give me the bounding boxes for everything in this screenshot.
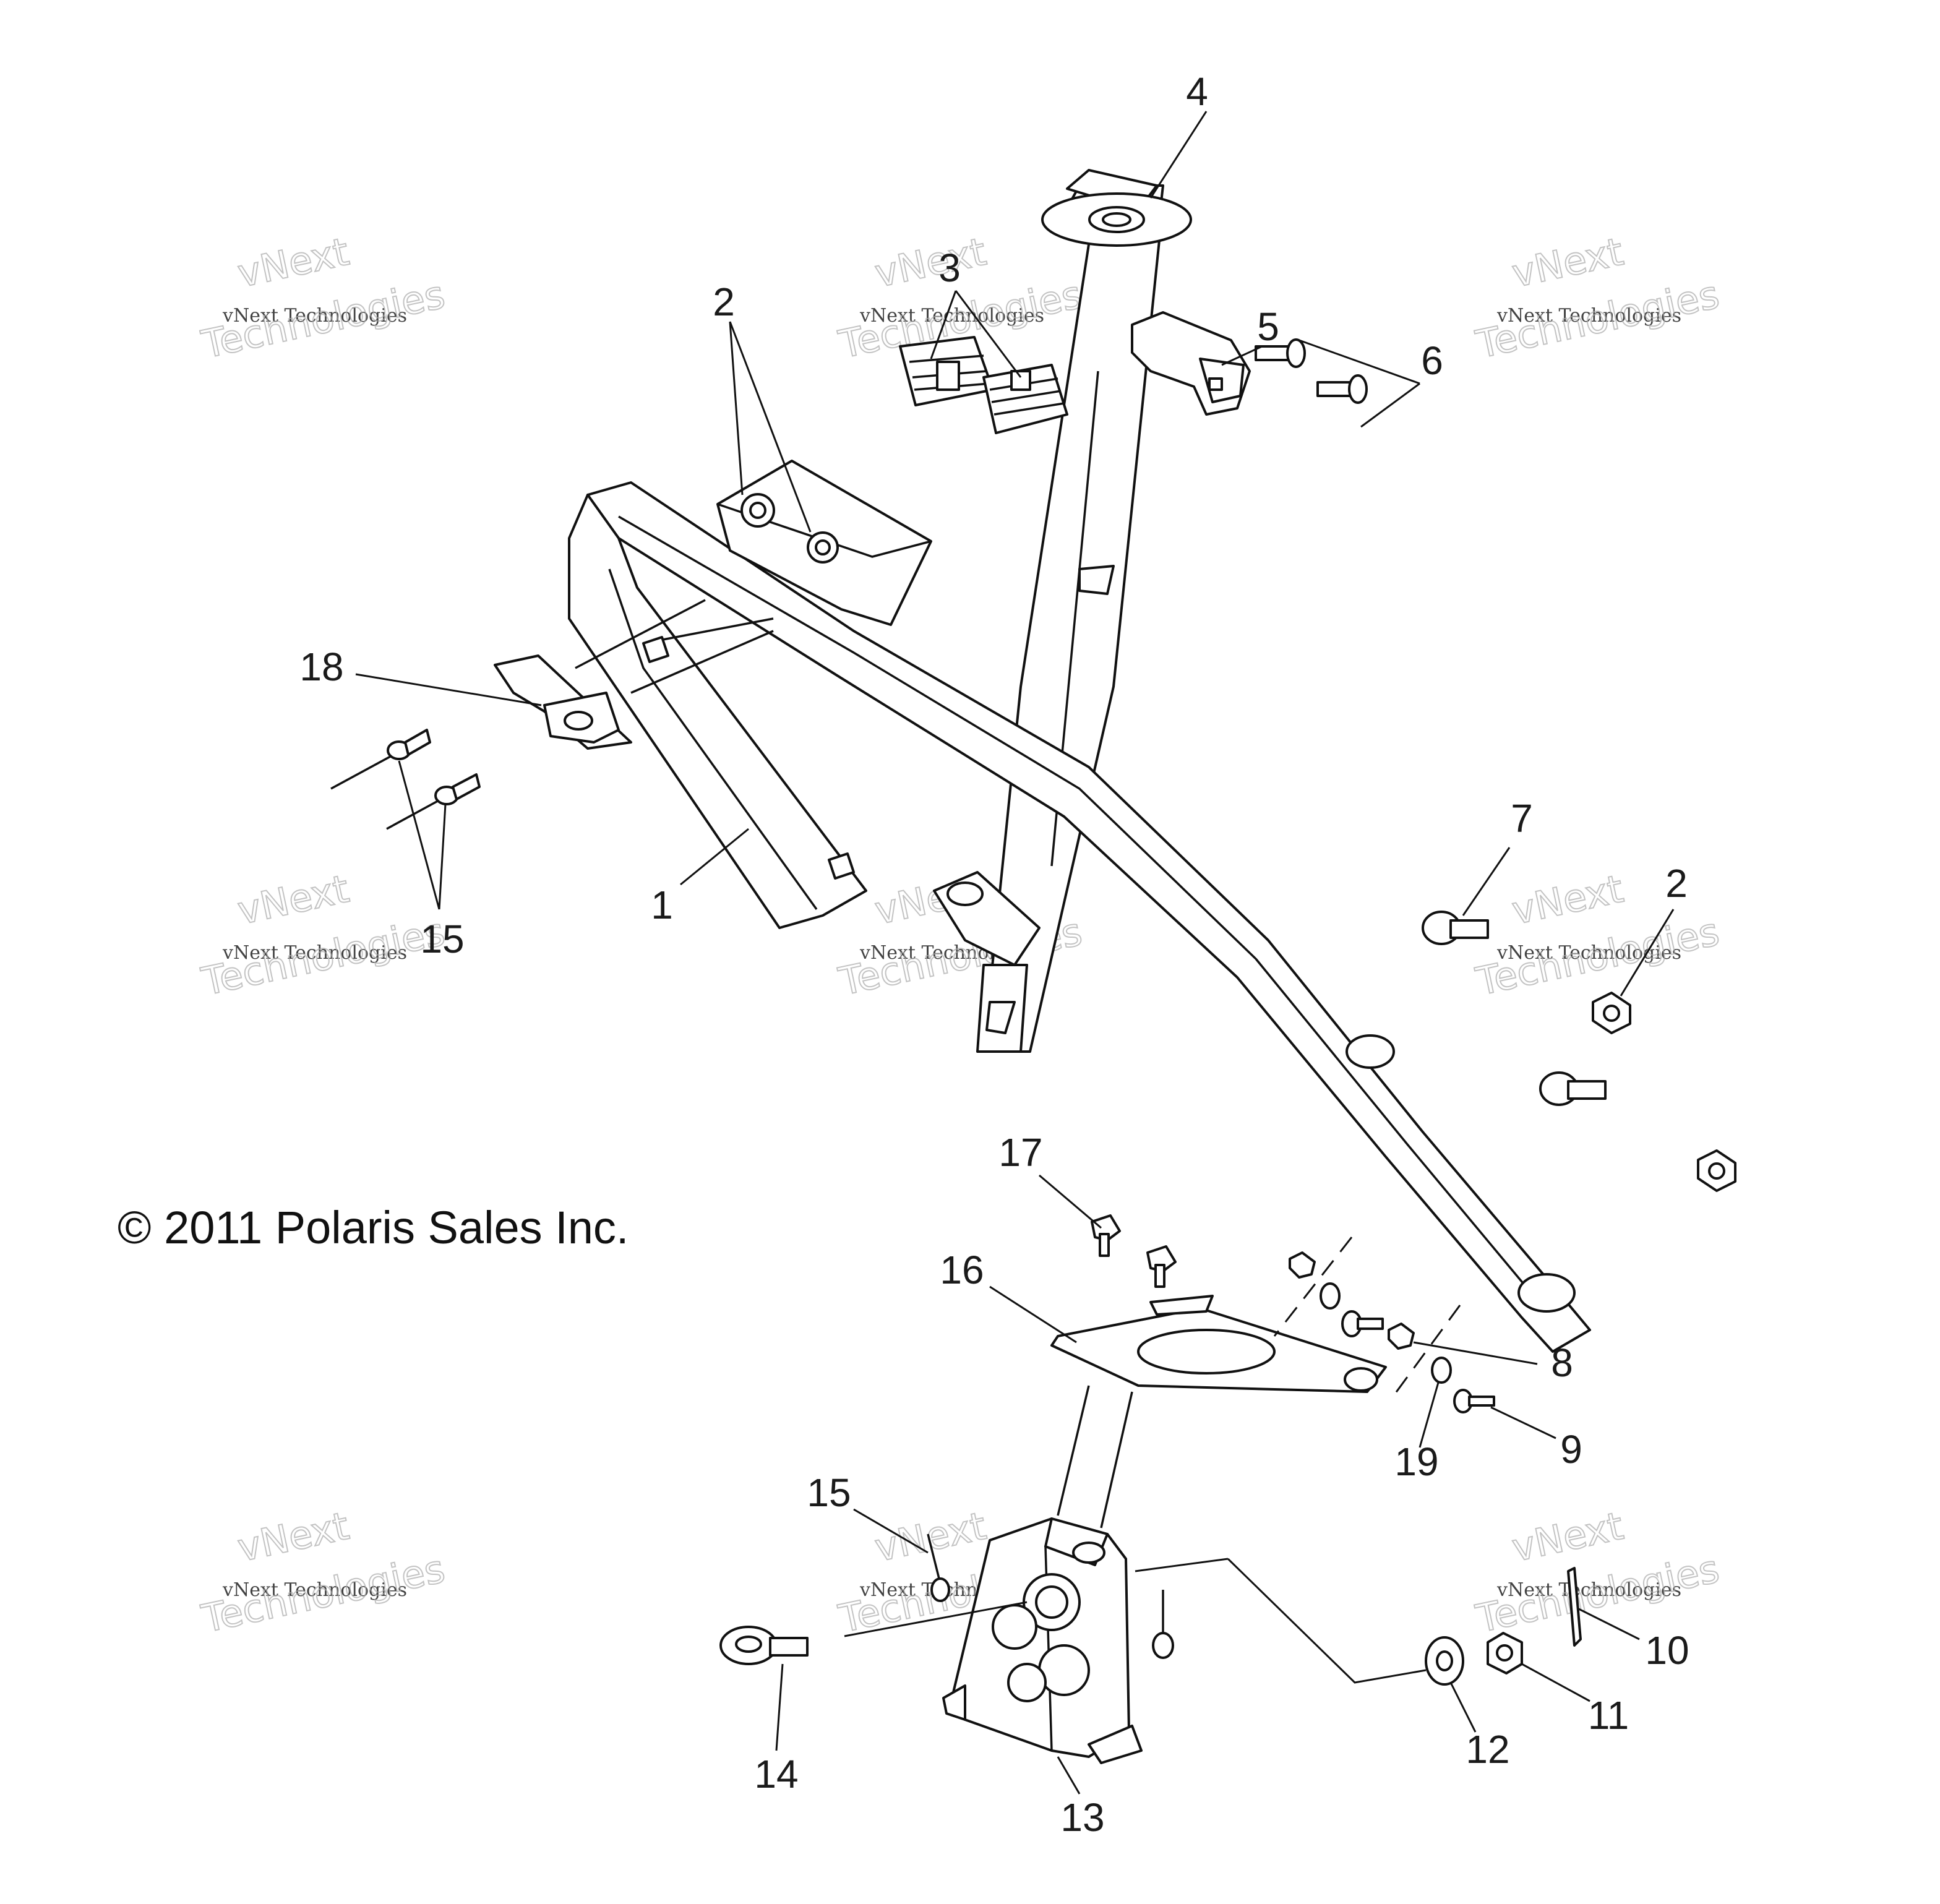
watermark-vnext: vNext — [1508, 866, 1627, 933]
callout-2-right: 2 — [1665, 861, 1688, 906]
callout-1: 1 — [651, 883, 673, 927]
clamp — [1131, 311, 1251, 416]
bolt-17b — [1146, 1245, 1177, 1288]
watermark-vnext-technologies: vNext Technologies — [222, 1579, 407, 1601]
pin-15-lower — [927, 1533, 950, 1602]
leader-lines — [355, 111, 1675, 1795]
watermark-vnext-technologies: vNext Technologies — [222, 305, 407, 327]
callout-7: 7 — [1511, 796, 1533, 841]
cotter-pin-10 — [1567, 1567, 1582, 1647]
callout-2-upper: 2 — [713, 280, 735, 324]
callout-19: 19 — [1394, 1439, 1438, 1484]
watermark-top-left: vNext vNext Technologies Technologies — [197, 228, 449, 368]
callout-15-lower: 15 — [807, 1470, 851, 1515]
mount-plate-16 — [1050, 1295, 1387, 1393]
nut-8-upper — [1289, 1251, 1316, 1279]
callout-11: 11 — [1588, 1693, 1629, 1738]
callout-4: 4 — [1186, 69, 1208, 114]
nut-11 — [1487, 1632, 1523, 1675]
watermark-vnext: vNext — [1508, 1503, 1627, 1571]
watermark-technologies: Technologies — [1472, 272, 1723, 367]
watermark-vnext: vNext — [234, 866, 353, 933]
bolt-6a — [1255, 338, 1306, 368]
watermark-technologies: Technologies — [1472, 909, 1723, 1004]
bolt-9 — [1453, 1389, 1495, 1413]
washer-upper — [1320, 1282, 1341, 1310]
callout-15-upper: 15 — [420, 917, 464, 961]
bolt-17a — [1091, 1214, 1121, 1257]
watermark-vnext-technologies: vNext Technologies — [1496, 1579, 1681, 1601]
watermark-vnext-technologies: vNext Technologies — [859, 305, 1044, 327]
callout-3: 3 — [938, 246, 961, 290]
watermark-vnext-technologies: vNext Technologies — [222, 942, 407, 964]
bracket-18 — [494, 654, 632, 750]
rivet-15b — [386, 773, 481, 830]
callout-13: 13 — [1060, 1795, 1104, 1840]
upper-bracket — [716, 460, 932, 626]
bolt-6b — [1316, 374, 1368, 404]
callout-12: 12 — [1466, 1727, 1509, 1772]
watermark-vnext-technologies: vNext Technologies — [1496, 305, 1681, 327]
watermark-bottom-right: vNext vNext Technologies Technologies — [1471, 1503, 1723, 1642]
watermark-technologies: Technologies — [197, 272, 449, 367]
bolt-upper — [1341, 1310, 1384, 1337]
watermark-technologies: Technologies — [197, 909, 449, 1004]
callout-17: 17 — [998, 1130, 1042, 1175]
callout-6: 6 — [1421, 338, 1443, 383]
callout-9: 9 — [1560, 1427, 1582, 1472]
nut-2b — [1697, 1149, 1736, 1192]
watermark-technologies: Technologies — [1472, 1546, 1723, 1641]
watermark-bottom-left: vNext vNext Technologies Technologies — [197, 1503, 449, 1642]
callout-14: 14 — [754, 1752, 798, 1796]
lower-shaft — [1057, 1385, 1133, 1529]
carriage-bolt-7a — [1422, 911, 1489, 945]
callout-8: 8 — [1551, 1340, 1573, 1385]
rivet-15a — [330, 729, 431, 790]
washer-19 — [1431, 1357, 1452, 1384]
callout-5: 5 — [1257, 304, 1279, 349]
watermark-vnext: vNext — [871, 229, 990, 296]
nut-2a — [1592, 992, 1631, 1034]
watermark-vnext: vNext — [1508, 229, 1627, 296]
watermark-vnext: vNext — [234, 229, 353, 296]
copyright-text: © 2011 Polaris Sales Inc. — [118, 1202, 629, 1253]
eye-bolt-14 — [719, 1626, 809, 1665]
callout-18: 18 — [299, 645, 343, 689]
washer-12 — [1425, 1636, 1464, 1686]
grip-clip-left — [899, 336, 994, 406]
watermark-vnext: vNext — [234, 1503, 353, 1571]
nut-8 — [1388, 1323, 1415, 1350]
carriage-bolt-7b — [1539, 1071, 1607, 1106]
grip-clip-right — [982, 364, 1068, 434]
pin-lower-right — [1152, 1590, 1174, 1659]
callout-10: 10 — [1645, 1628, 1689, 1673]
watermark-mid-left: vNext vNext Technologies Technologies — [197, 865, 449, 1005]
lower-bracket-13 — [942, 1517, 1143, 1764]
watermark-technologies: Technologies — [197, 1546, 449, 1641]
main-frame — [568, 481, 1591, 1353]
watermark-top-right: vNext vNext Technologies Technologies — [1471, 228, 1723, 368]
steering-post — [933, 169, 1192, 1053]
callout-16: 16 — [940, 1248, 984, 1292]
watermark-vnext: vNext — [871, 1503, 990, 1571]
